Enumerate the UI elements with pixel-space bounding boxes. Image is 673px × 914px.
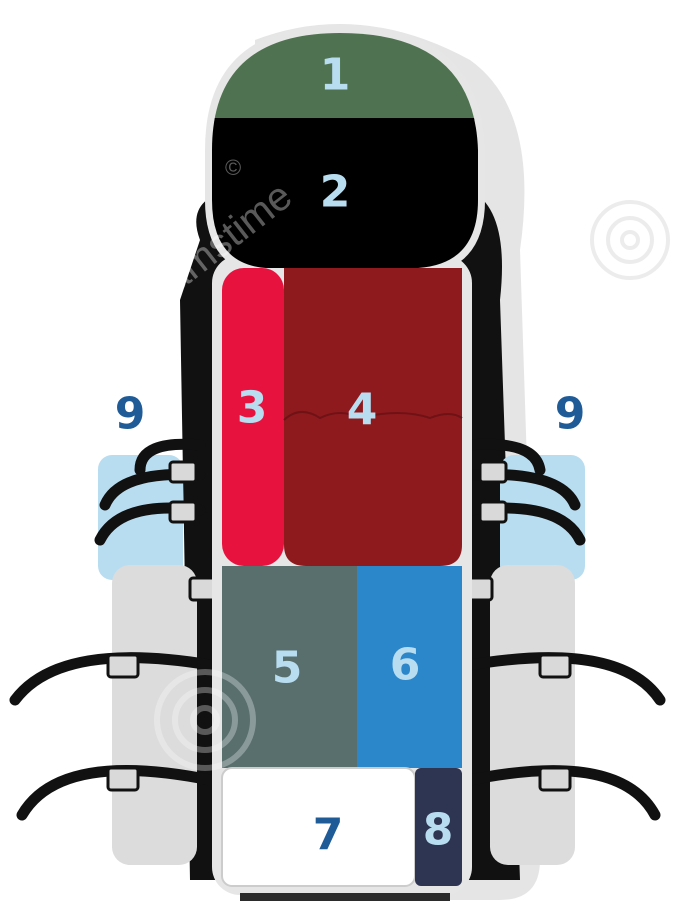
label-4: 4: [347, 385, 378, 436]
label-7: 7: [313, 810, 344, 861]
side-body-right: [490, 565, 575, 865]
watermark-symbol: ©: [225, 155, 241, 180]
watermark-spiral-icon-corner: [592, 202, 668, 278]
label-1: 1: [320, 50, 351, 101]
label-9-right: 9: [555, 389, 586, 440]
label-6: 6: [390, 640, 421, 691]
label-9-left: 9: [115, 389, 146, 440]
label-3: 3: [237, 383, 268, 434]
label-8: 8: [423, 805, 454, 856]
label-5: 5: [272, 643, 303, 694]
pack-base: [240, 893, 450, 901]
label-2: 2: [320, 167, 351, 218]
